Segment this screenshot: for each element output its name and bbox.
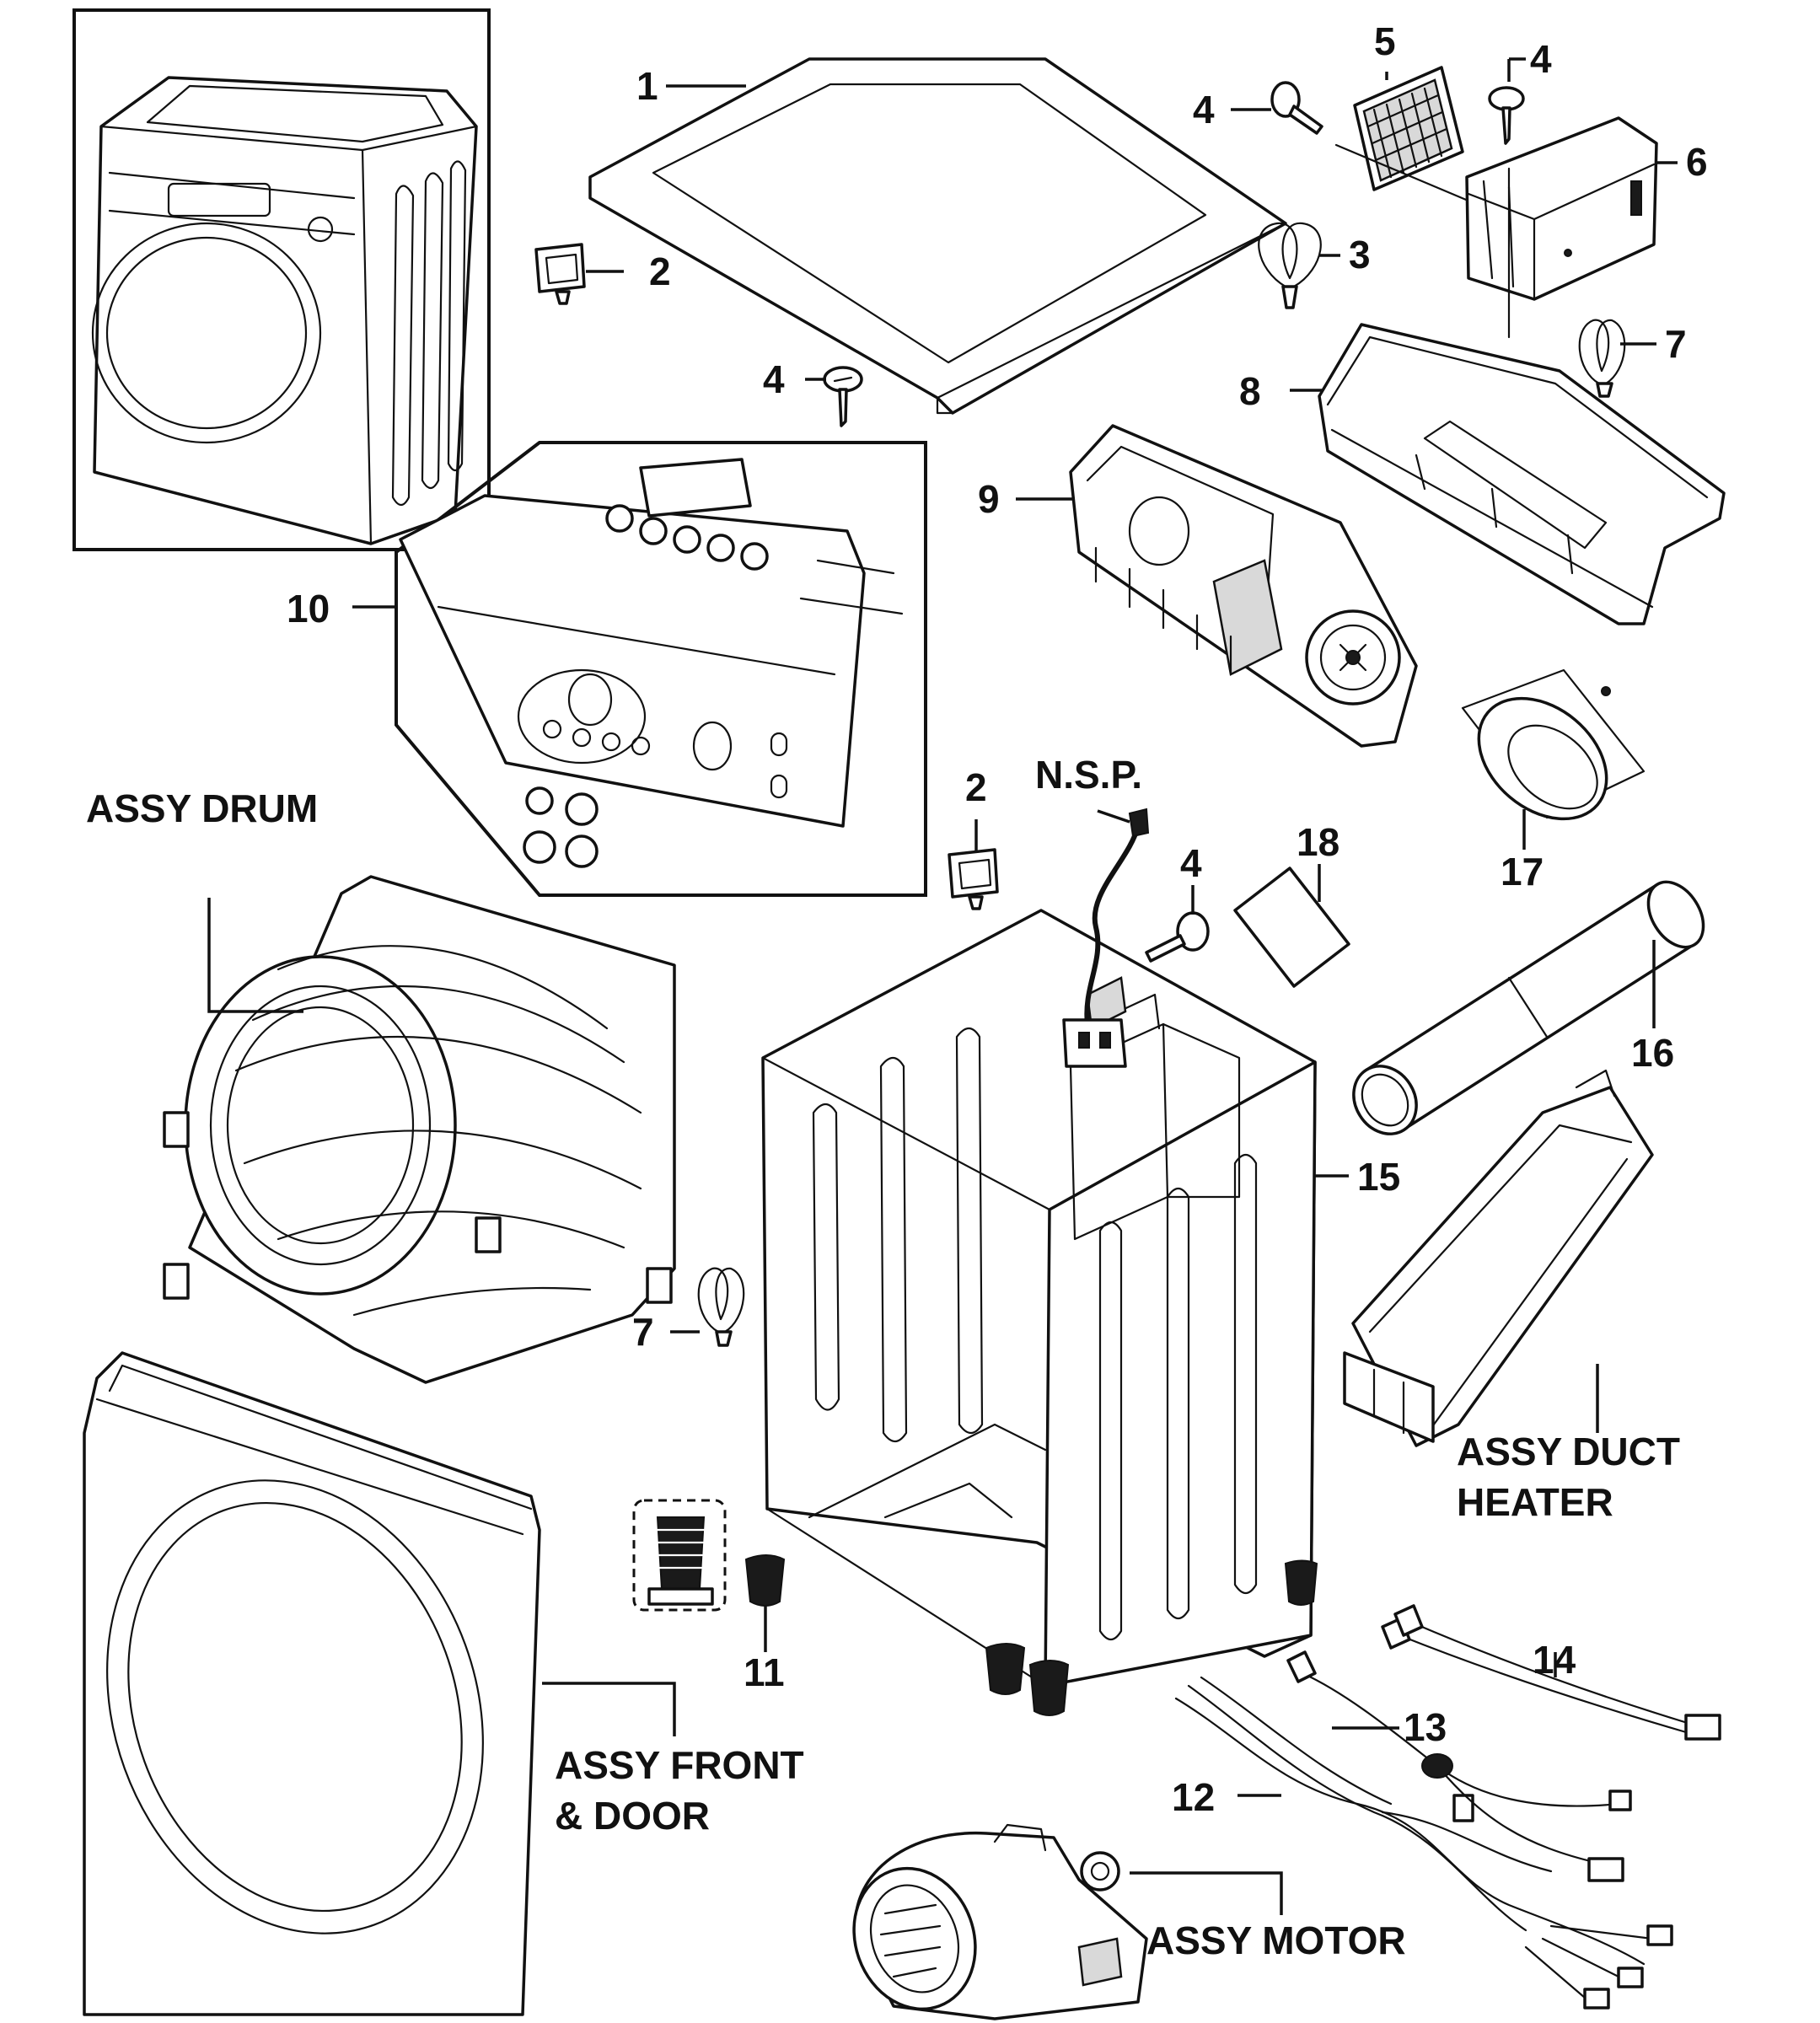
callout-15: 15 [1357, 1155, 1400, 1199]
part-4-screw-b [1270, 81, 1323, 135]
callout-18: 18 [1297, 820, 1339, 864]
part-14-heater-harness [1381, 1604, 1721, 1741]
label-assy-drum: ASSY DRUM [86, 786, 318, 830]
callout-7-lower: 7 [632, 1310, 654, 1354]
assy-drum [163, 875, 676, 1384]
label-assy-duct-heater-line2: HEATER [1457, 1480, 1613, 1524]
part-3-wire-clamp [1258, 222, 1322, 309]
callout-labels: 1 2 2 3 4 4 4 4 5 6 7 7 8 9 10 11 12 13 … [287, 19, 1708, 1819]
part-6-housing-bracket [1465, 116, 1658, 301]
part-12-main-harness [1174, 1676, 1673, 2010]
label-assy-front-door-line2: & DOOR [555, 1794, 710, 1838]
part-13-sensor-harness [1286, 1650, 1632, 1882]
callout-1: 1 [636, 64, 658, 108]
callout-12: 12 [1172, 1775, 1215, 1819]
leader-lines [207, 57, 1678, 1915]
callout-6: 6 [1686, 140, 1708, 184]
callout-4-filter-screw: 4 [1193, 88, 1215, 131]
part-9-control-board [1069, 424, 1418, 748]
callout-13: 13 [1404, 1705, 1447, 1749]
part-2-hinge-clip [534, 243, 586, 305]
callout-10: 10 [287, 587, 330, 631]
callout-4-bracket-screw: 4 [1530, 37, 1552, 81]
dryer-overview-inset [72, 8, 491, 551]
part-7-wire-clamp-lower [697, 1267, 745, 1347]
part-18-label-plate [1233, 867, 1350, 988]
callout-8: 8 [1239, 369, 1261, 413]
callout-11: 11 [744, 1650, 785, 1694]
part-5-lint-filter [1334, 66, 1494, 212]
label-assy-motor: ASSY MOTOR [1146, 1918, 1406, 1962]
part-16-exhaust-duct [1352, 880, 1705, 1135]
callout-17: 17 [1501, 850, 1544, 893]
part-2-hinge-clip-lower [948, 848, 999, 910]
part-11-leveling-foot [632, 1499, 786, 1612]
part-17-exhaust-ring [1461, 668, 1646, 821]
callout-9: 9 [978, 477, 1000, 521]
callout-7: 7 [1665, 322, 1687, 366]
callout-3: 3 [1349, 233, 1371, 276]
part-8-panel-cover [1318, 167, 1726, 625]
callout-16: 16 [1631, 1031, 1674, 1075]
callout-4-cabinet-screw: 4 [1180, 841, 1202, 885]
assy-motor [852, 1823, 1148, 2020]
part-4-screw-d [1145, 911, 1210, 963]
callout-2-lower: 2 [965, 765, 987, 809]
label-assy-front-door-line1: ASSY FRONT [555, 1743, 804, 1787]
callout-5: 5 [1374, 19, 1396, 63]
label-assy-duct-heater-line1: ASSY DUCT [1457, 1430, 1680, 1473]
assembly-labels: ASSY DRUM ASSY DUCT HEATER ASSY FRONT & … [86, 786, 1680, 1962]
part-15-cabinet [761, 909, 1318, 1716]
callout-2: 2 [649, 250, 671, 293]
part-1-top-cover [588, 57, 1287, 415]
callout-14: 14 [1533, 1638, 1576, 1682]
part-4-screw-c [1488, 86, 1525, 145]
callout-4-top-cover-screw: 4 [763, 357, 785, 401]
power-cord-nsp [1062, 808, 1150, 1068]
part-7-wire-clamp [1578, 319, 1626, 398]
assy-front-and-door [83, 1351, 541, 2016]
part-10-control-panel-inset [395, 441, 927, 897]
callout-nsp: N.S.P. [1035, 753, 1142, 797]
part-4-screw-a [823, 366, 863, 427]
assy-duct-heater [1343, 1069, 1654, 1447]
